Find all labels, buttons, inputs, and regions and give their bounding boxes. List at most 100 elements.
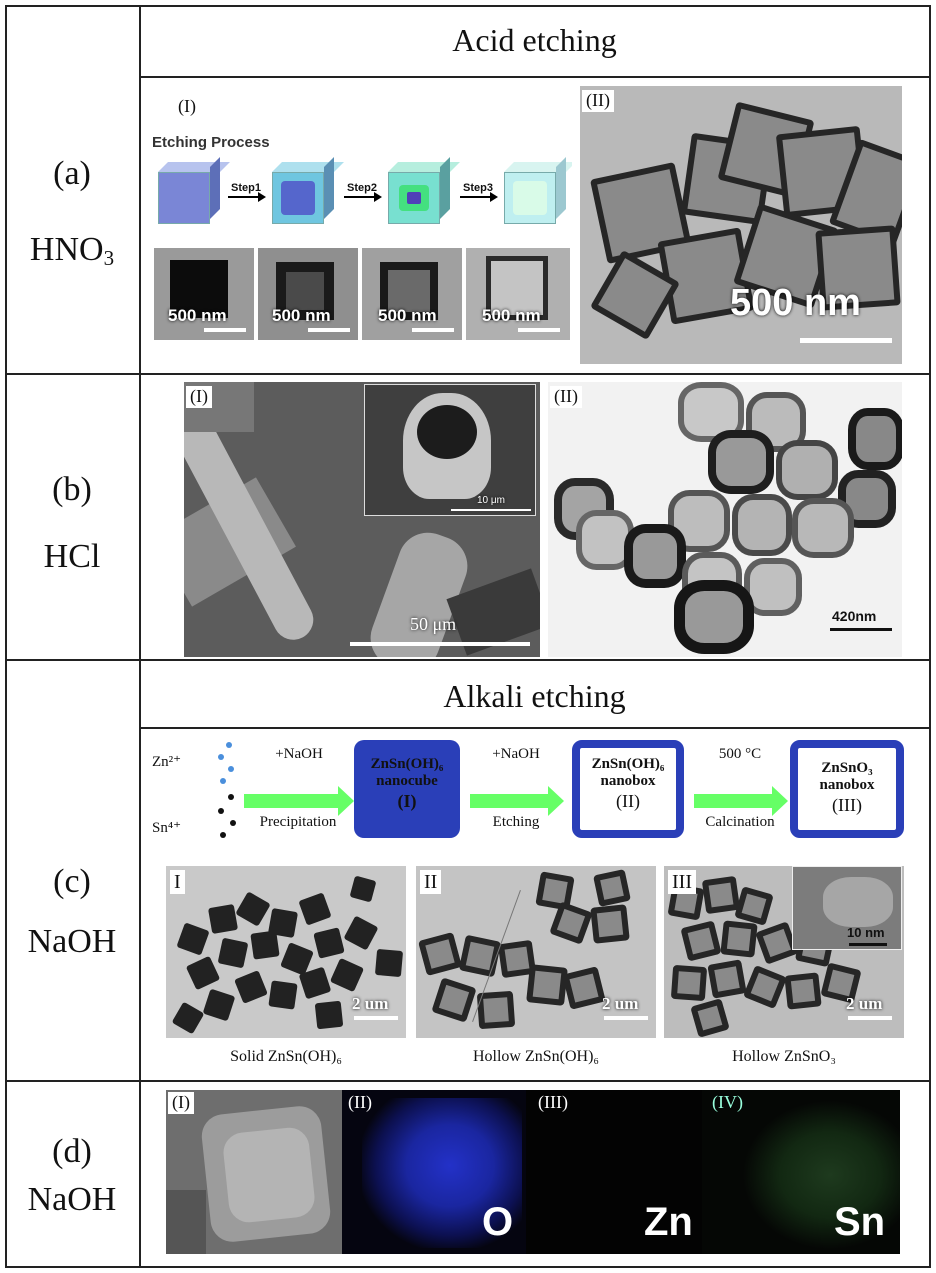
panel-tag: I [170,870,185,894]
hollow-sphere [848,408,902,470]
scale-bar [354,1016,398,1020]
inset-scale-bar [451,509,531,511]
scale-bar [412,328,454,332]
cube-stage-1 [272,157,344,224]
panel-tag: II [420,870,442,894]
sn-ion-dot [228,794,234,800]
hollow-sphere [674,580,754,654]
row-divider [5,373,931,375]
tem-image-stage-3: 500 nm [466,248,570,340]
box1-line1: ZnSn(OH)₆ [370,756,444,772]
reagent-label-c: NaOH [27,923,117,960]
tem-image-stage-0: 500 nm [154,248,254,340]
hollow-sphere [732,494,792,556]
panel-d1-sem-image: (I) [166,1090,342,1254]
panel-d2-eds-map-o: (II) O [342,1090,526,1254]
box1-line3: (I) [397,790,417,811]
reagent-label-d: NaOH [27,1181,117,1218]
box1-line2: nanocube [376,773,438,790]
title-divider [140,727,931,729]
arrow1-bottom-label: Precipitation [259,814,337,830]
scale-bar-label: 500 nm [378,306,437,325]
sn-ion-dot [230,820,236,826]
panel-tag: (IV) [712,1092,743,1112]
panel-d3-eds-map-zn: (III) Zn [526,1090,702,1254]
scale-bar-label: 500 nm [730,282,861,324]
arrow1-top-label: +NaOH [275,746,323,762]
panel-tag: (II) [348,1092,372,1112]
scale-bar-label: 50 μm [410,614,457,634]
panel-tag: (I) [186,386,212,408]
zn-ion-dot [228,766,234,772]
arrow1 [244,786,354,816]
ion-sn-label: Sn⁴⁺ [152,820,181,836]
element-label-zn: Zn [644,1200,693,1244]
scale-bar-label: 420nm [832,608,877,624]
row-label-a: (a) [53,155,91,192]
arrow3-bottom-label: Calcination [705,814,775,830]
scale-bar [800,338,892,343]
hollow-sphere [792,498,854,558]
scale-bar-label: 500 nm [272,306,331,325]
arrow2-bottom-label: Etching [492,814,540,830]
box3-line3: (III) [832,794,862,815]
panel-b1-sem-image: 10 μm (I) 50 μm [184,382,540,657]
sn-ion-dot [220,832,226,838]
hollow-sphere [708,430,774,494]
column-divider [139,5,141,1268]
scale-bar-label: 2 um [602,994,639,1013]
panel-a2-tem-image: (II) 500 nm [580,86,902,364]
row-label-b: (b) [52,471,92,508]
box2-line3: (II) [616,790,640,811]
inset-image: 10 μm [364,384,536,516]
section-title-alkali: Alkali etching [443,678,626,714]
arrow3-top-label: 500 °C [718,746,762,762]
box2-line2: nanobox [600,773,656,790]
reagent-label-a: HNO3 [29,231,115,270]
step-arrow: Step2 [344,182,382,202]
box3-line2: nanobox [819,777,875,794]
row-label-c: (c) [53,863,91,900]
panel-c-image-hollow-hydroxide: II 2 um [416,866,656,1038]
arrow3 [694,786,788,816]
arrow2 [470,786,564,816]
figure-frame [5,5,931,1268]
step-arrow: Step1 [228,182,266,202]
inset-scale-bar-label: 10 μm [477,495,505,506]
element-label-o: O [482,1200,514,1244]
panel-tag: (I) [178,96,196,116]
cube-stage-3 [504,157,572,224]
inset-scale-bar [849,943,887,946]
sn-ion-dot [218,808,224,814]
element-label-sn: Sn [834,1200,886,1244]
panel-c-image-solid: I 2 um [166,866,406,1038]
panel-tag: (III) [538,1092,568,1112]
panel-tag: (II) [550,386,582,408]
scale-bar-label: 2 um [352,994,389,1013]
scale-bar [204,328,246,332]
zn-ion-dot [218,754,224,760]
box-nanobox-hydroxide: ZnSn(OH)₆ nanobox (II) [572,740,684,838]
tem-image-stage-2: 500 nm [362,248,462,340]
hollow-sphere [838,470,896,528]
scale-bar [518,328,560,332]
inset-scale-bar-label: 10 nm [847,925,885,940]
caption-hollow-oxide: Hollow ZnSnO₃ [732,1048,836,1065]
box-nanocube: ZnSn(OH)₆ nanocube (I) [354,740,460,838]
caption-solid: Solid ZnSn(OH)₆ [230,1048,342,1065]
box2-line1: ZnSn(OH)₆ [591,756,665,772]
ion-zn-label: Zn²⁺ [152,754,182,770]
panel-a1-etching-schematic: (I) Etching Process Step1 Step2 Step3 50… [152,84,572,368]
etching-process-heading: Etching Process [152,134,270,151]
reagent-label-b: HCl [43,538,101,575]
panel-c-scheme: Zn²⁺ Sn⁴⁺ +NaOH Precipitation ZnSn(OH)₆ … [152,734,912,854]
scale-bar [350,642,530,646]
scale-bar-label: 500 nm [168,306,227,325]
tem-image-stage-1: 500 nm [258,248,358,340]
scale-bar [604,1016,648,1020]
zn-ion-dot [226,742,232,748]
panel-tag: (II) [582,90,614,112]
scale-bar-label: 2 um [846,994,883,1013]
inset-image: 10 nm [792,866,902,950]
title-divider [140,76,931,78]
